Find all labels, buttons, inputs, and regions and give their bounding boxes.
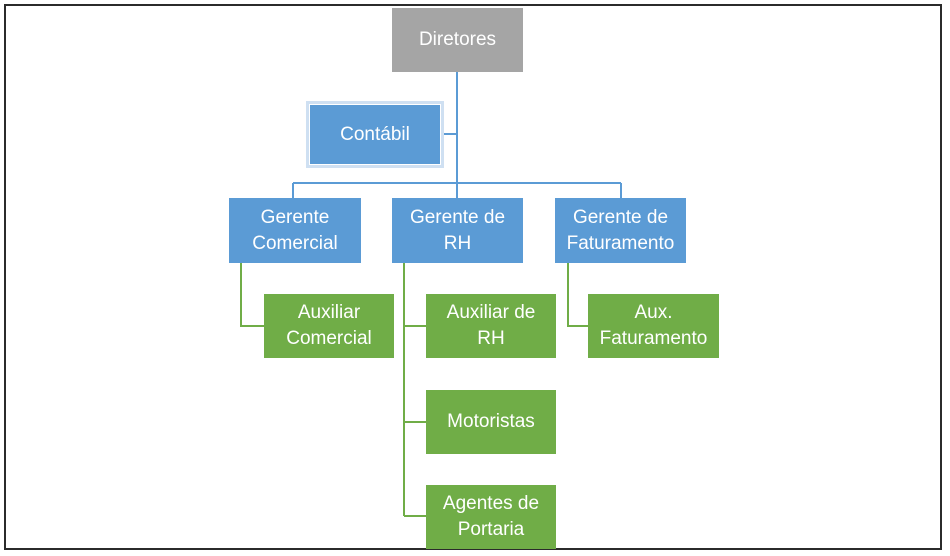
node-label: Agentes de Portaria [442,493,540,540]
node-label: Gerente de Faturamento [566,206,675,254]
node-gerente-faturamento: Gerente de Faturamento [555,198,686,263]
staff-connectors [240,263,588,517]
node-label: Contábil [340,123,410,145]
node-label: Gerente de RH [409,206,506,254]
node-label: Gerente Comercial [252,206,338,254]
node-motoristas: Motoristas [426,390,556,454]
node-label: Diretores [418,29,497,50]
node-contabil: Contábil [310,105,440,164]
node-gerente-comercial: Gerente Comercial [229,198,361,263]
node-label: Motoristas [447,411,535,432]
connector-auxiliar-comercial [240,263,264,327]
node-aux-faturamento: Aux. Faturamento [588,294,719,358]
assistant-outline [306,101,444,168]
node-label: Aux. Faturamento [599,302,708,349]
node-label: Auxiliar de RH [446,302,536,349]
node-agentes-portaria: Agentes de Portaria [426,485,556,549]
node-label: Auxiliar Comercial [286,302,372,349]
node-diretores: Diretores [392,8,523,72]
diagram-frame [4,4,942,550]
node-auxiliar-rh: Auxiliar de RH [426,294,556,358]
connector-aux-faturamento [567,263,588,327]
manager-connectors [292,72,622,198]
node-gerente-rh: Gerente de RH [392,198,523,263]
node-auxiliar-comercial: Auxiliar Comercial [264,294,394,358]
